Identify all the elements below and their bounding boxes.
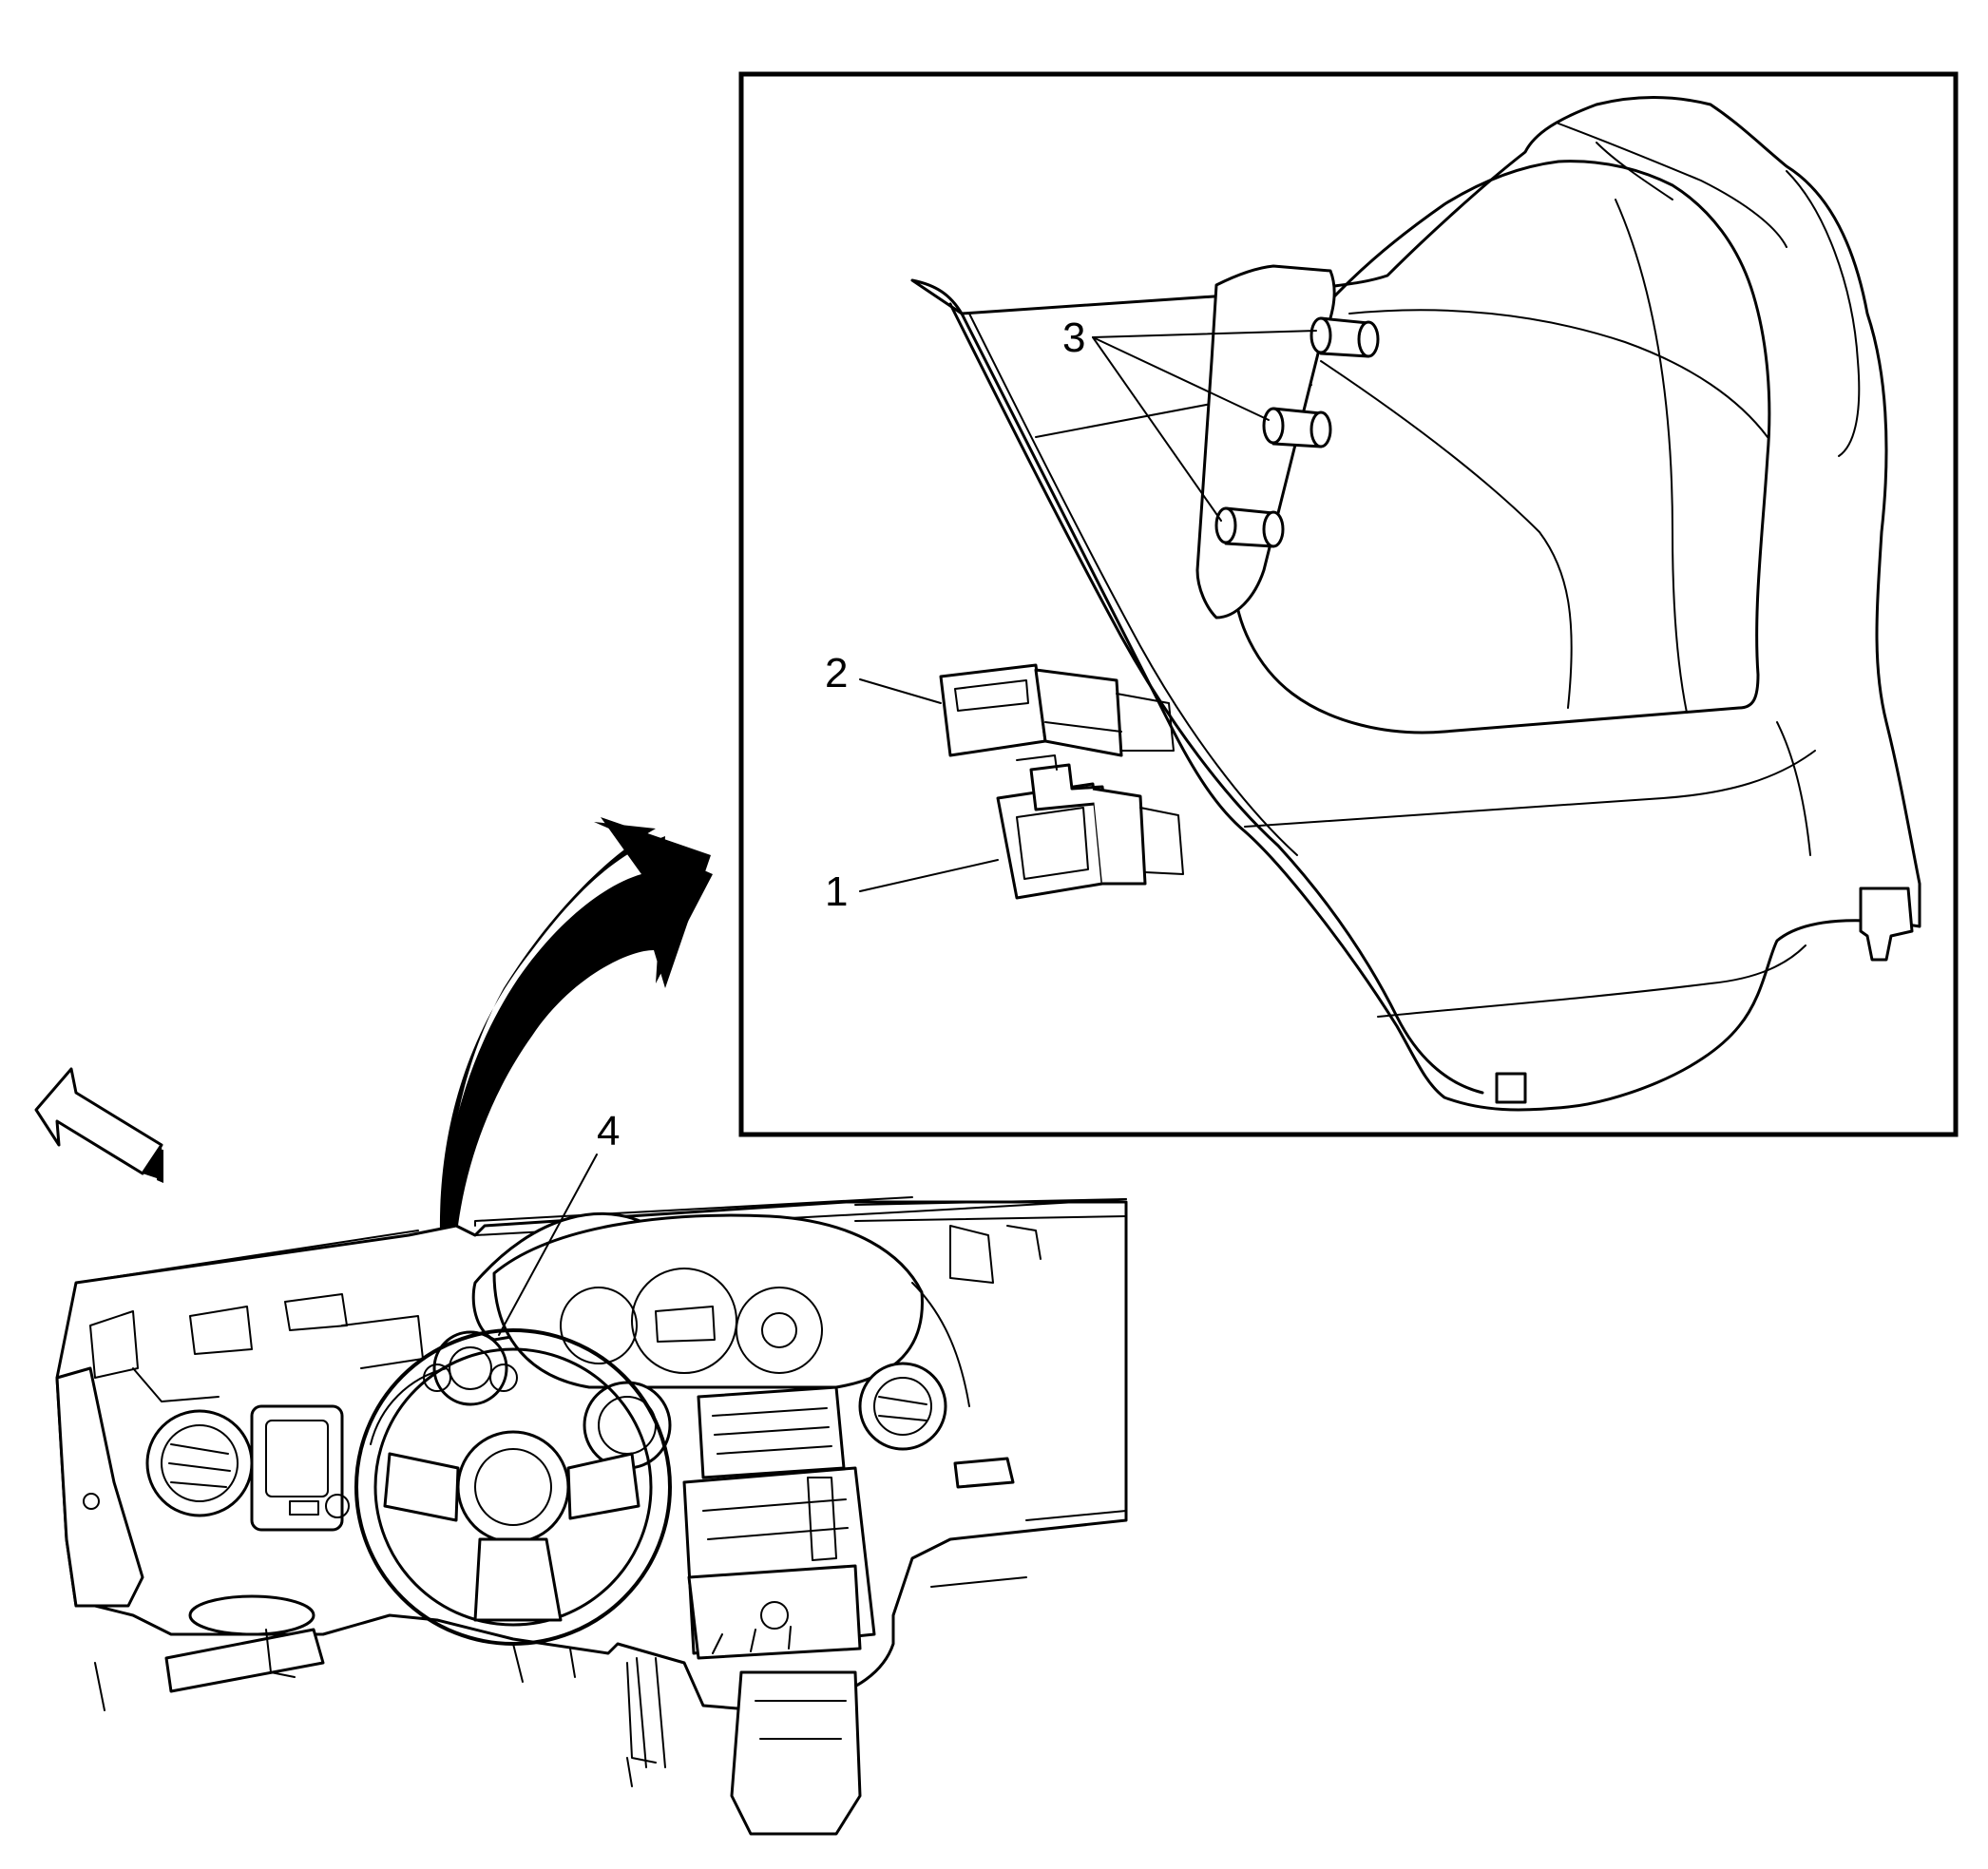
callout-4: 4 bbox=[597, 1108, 620, 1154]
leader-line-2 bbox=[859, 678, 942, 704]
left-air-vent bbox=[145, 1409, 254, 1517]
center-gauge-cluster bbox=[492, 1213, 924, 1389]
callout-2: 2 bbox=[825, 650, 848, 696]
cluster-hood-opening bbox=[1214, 160, 1771, 734]
left-switch-panel bbox=[250, 1404, 350, 1532]
callout-1: 1 bbox=[825, 868, 848, 915]
cluster-trim-inner-edge bbox=[948, 302, 1484, 1095]
leader-line-3b bbox=[1092, 336, 1270, 421]
leader-line-4 bbox=[498, 1154, 598, 1336]
retainer-pin-bottom bbox=[1214, 506, 1285, 548]
center-stack bbox=[682, 1385, 876, 1660]
front-direction-arrow bbox=[34, 1067, 163, 1183]
inset-detail-view: 3 2 1 bbox=[738, 71, 1959, 1137]
leader-line-3c bbox=[1092, 336, 1222, 522]
connector-1 bbox=[996, 754, 1184, 900]
leader-line-1 bbox=[859, 859, 999, 892]
leader-line-3a bbox=[1092, 330, 1317, 338]
connector-2 bbox=[939, 663, 1175, 757]
instrument-panel bbox=[55, 1196, 1128, 1836]
retainer-pin-middle bbox=[1262, 407, 1332, 448]
retainer-pin-top bbox=[1309, 316, 1380, 358]
cluster-trim-panel bbox=[910, 96, 1921, 1112]
bottom-clip bbox=[1859, 887, 1914, 962]
callout-3: 3 bbox=[1062, 315, 1085, 361]
